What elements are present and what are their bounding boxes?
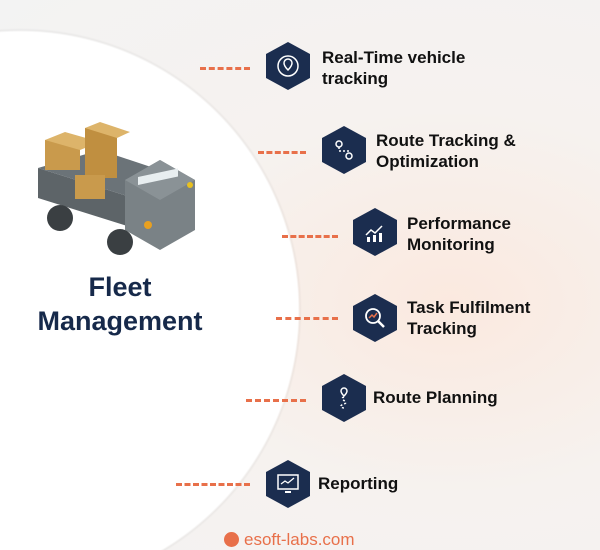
- connector-dash: [282, 235, 338, 238]
- performance-chart-icon: [353, 208, 397, 256]
- label-line: Route Planning: [373, 388, 498, 407]
- route-planning-icon: [322, 374, 366, 422]
- magnifier-chart-icon: [353, 294, 397, 342]
- connector-dash: [176, 483, 250, 486]
- label-line: Reporting: [318, 474, 399, 493]
- label-line: Route Tracking &: [376, 131, 516, 150]
- feature-real-time-tracking: Real-Time vehicle tracking: [322, 47, 465, 89]
- feature-route-planning: Route Planning: [373, 387, 498, 408]
- page-title: Fleet Management: [0, 270, 240, 338]
- connector-dash: [246, 399, 306, 402]
- title-line-2: Management: [37, 306, 203, 336]
- feature-route-tracking: Route Tracking & Optimization: [376, 130, 516, 172]
- footer-text: esoft-labs.com: [244, 530, 355, 549]
- label-line: Task Fulfilment: [407, 298, 531, 317]
- globe-icon: [224, 532, 239, 547]
- connector-dash: [200, 67, 250, 70]
- delivery-truck-illustration: [38, 122, 195, 255]
- connector-dash: [258, 151, 306, 154]
- label-line: Real-Time vehicle: [322, 48, 466, 67]
- label-line: Performance: [407, 214, 511, 233]
- label-line: tracking: [322, 69, 389, 88]
- title-line-1: Fleet: [88, 272, 152, 302]
- route-icon: [322, 126, 366, 174]
- feature-reporting: Reporting: [318, 473, 398, 494]
- label-line: Optimization: [376, 152, 479, 171]
- connector-dash: [276, 317, 338, 320]
- label-line: Tracking: [407, 319, 477, 338]
- vehicle-location-icon: [266, 42, 310, 90]
- monitor-chart-icon: [266, 460, 310, 508]
- label-line: Monitoring: [407, 235, 495, 254]
- footer-website: esoft-labs.com: [224, 531, 355, 549]
